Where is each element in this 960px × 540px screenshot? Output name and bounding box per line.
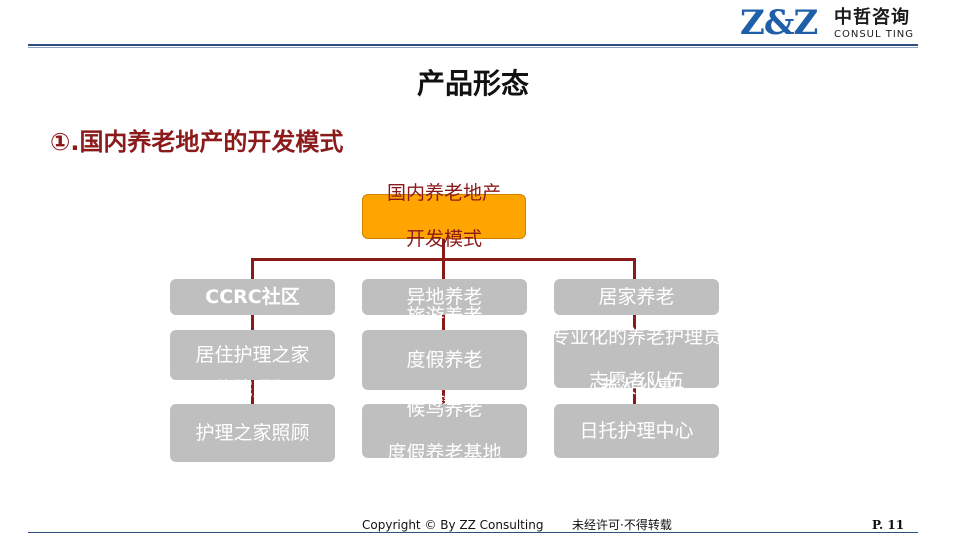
category-node-home: 居家养老 [554,279,719,315]
page-title: 产品形态 [416,67,529,100]
item-line: 度假养老 [406,349,483,371]
footer-divider [28,532,918,533]
logo-name-en: CONSUL TING [834,29,915,40]
item-line: 日托护理中心 [579,420,694,442]
category-label: CCRC社区 [205,286,300,308]
logo-name-cn: 中哲咨询 [834,7,910,28]
item-line: 住院照顾 [214,378,291,400]
item-line: 度假养老基地 [387,442,502,464]
item-line: 机构式照顾 [204,466,300,488]
header-divider [28,44,918,46]
category-label: 居家养老 [598,286,675,308]
page-number: P. 11 [872,518,905,532]
diagram-root-node: 国内养老地产 开发模式 [362,182,526,250]
root-line-2: 开发模式 [405,228,482,250]
header-divider-thin [28,47,918,48]
item-node-home-1: 专业化的养老护理员 志愿者队伍 [551,326,722,392]
item-line: 旅游养老 [406,305,483,327]
item-line: 专业化的养老护理员 [551,326,723,348]
category-node-remote: 异地养老 [362,279,527,315]
connector-col3-top [633,258,636,280]
connector-root-down [442,238,445,260]
logo-mark: Z&Z [740,3,818,43]
connector-col1-top [251,258,254,280]
item-node-ccrc-1: 居住护理之家 [170,330,335,380]
company-logo: Z&Z 中哲咨询 CONSUL TING [740,4,930,44]
item-node-ccrc-2: 住院照顾 护理之家照顾 机构式照顾 [170,378,335,488]
item-line: 候鸟养老 [406,398,483,420]
item-line: 志愿者队伍 [589,370,685,392]
section-subtitle: ①.国内养老地产的开发模式 [50,128,344,156]
item-line: 居住护理之家 [195,344,310,366]
item-line: 老人公寓 [598,376,675,398]
connector-col2-top [442,258,445,280]
item-node-remote-2: 候鸟养老 度假养老基地 [362,398,527,464]
item-node-remote-1: 旅游养老 度假养老 回原籍养老 [362,305,527,415]
category-node-ccrc: CCRC社区 [170,279,335,315]
footer-notice: 未经许可·不得转载 [572,518,672,532]
item-node-home-2: 老人公寓 日托护理中心 护工上门服务 [554,376,719,486]
root-line-1: 国内养老地产 [386,182,501,204]
category-label: 异地养老 [406,286,483,308]
item-line: 护理之家照顾 [195,422,310,444]
footer-copyright: Copyright © By ZZ Consulting [362,518,544,532]
item-line: 护工上门服务 [579,464,694,486]
